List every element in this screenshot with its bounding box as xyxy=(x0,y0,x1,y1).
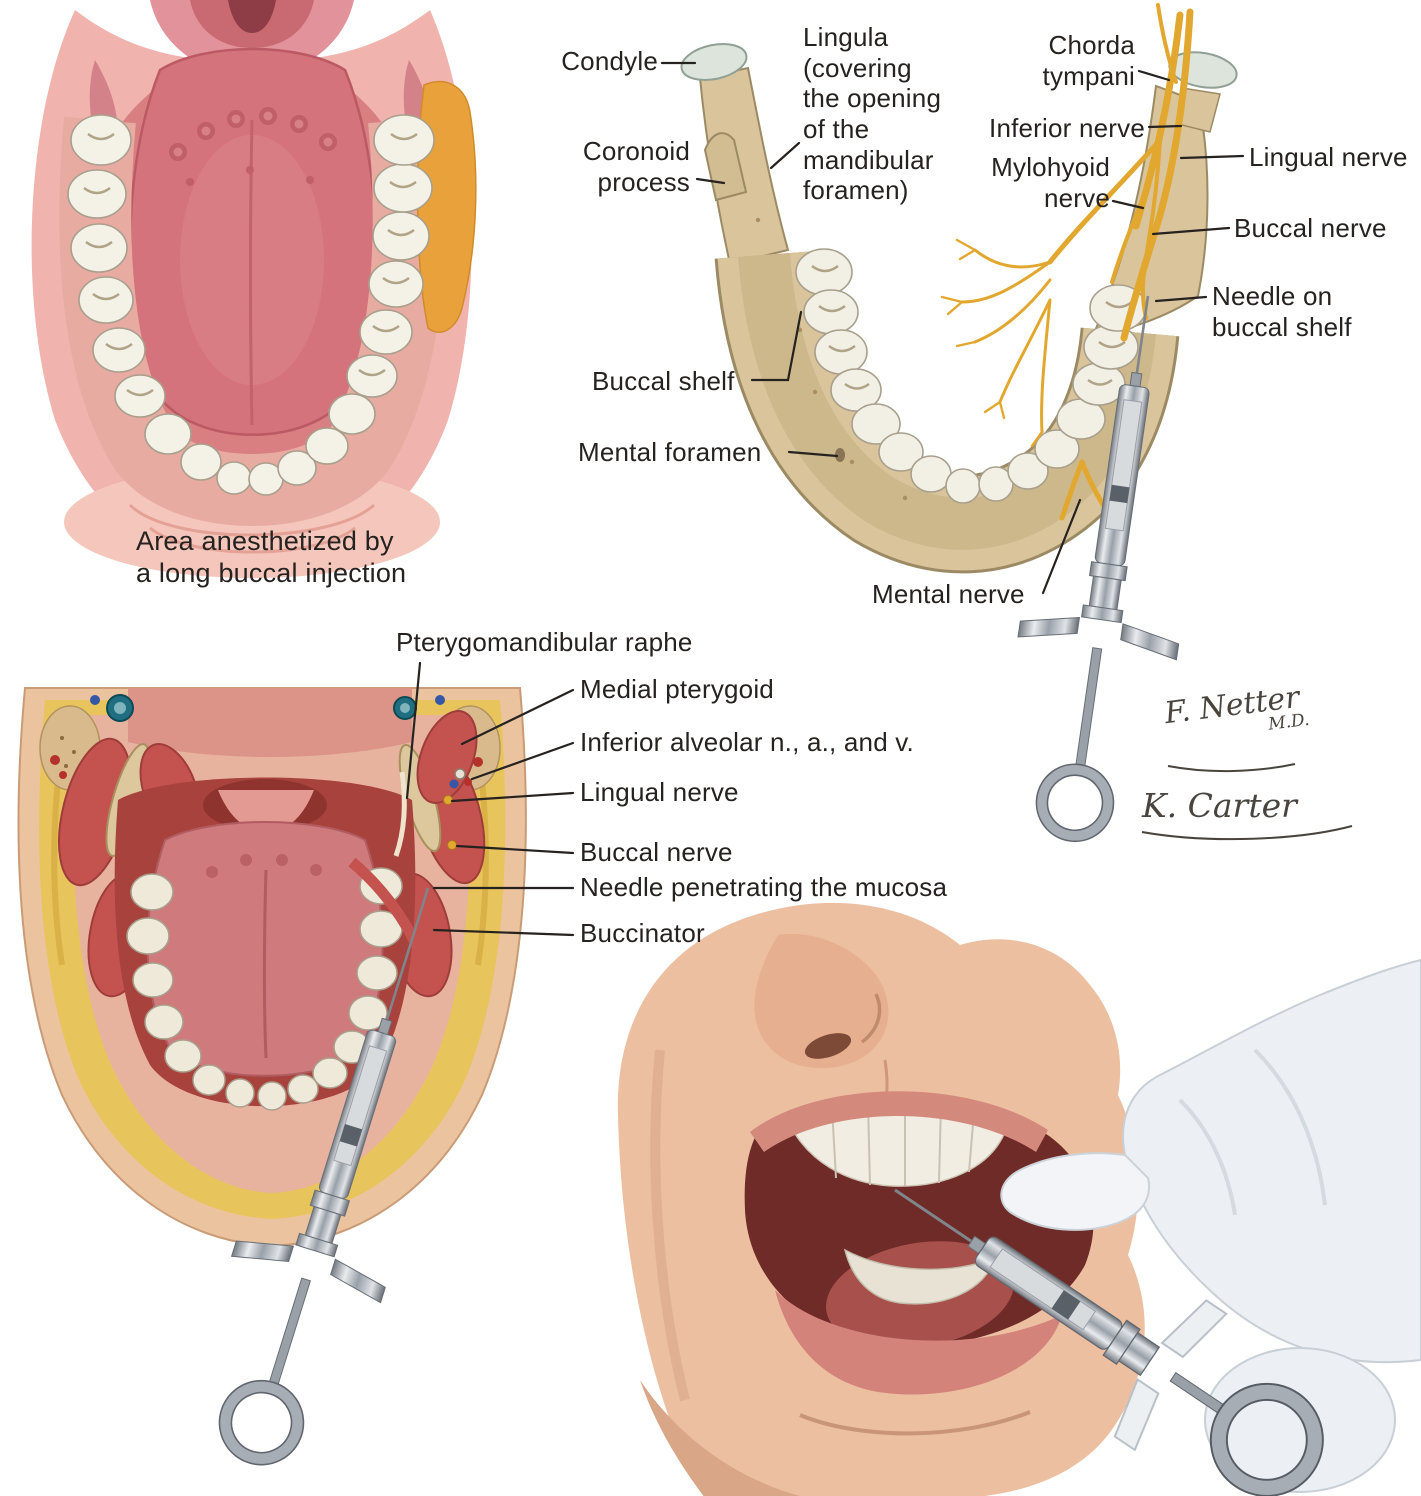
label-lingual-nerve: Lingual nerve xyxy=(1249,142,1408,172)
label-mental-nerve: Mental nerve xyxy=(872,579,1025,609)
needle xyxy=(894,1188,975,1245)
label-chorda-tympani: Chorda tympani xyxy=(1042,30,1135,91)
mandible-illustration xyxy=(680,3,1238,574)
face-injection-illustration xyxy=(617,902,1421,1496)
thumb-ring xyxy=(1036,764,1113,841)
label-inferior-alveolar: Inferior alveolar n., a., and v. xyxy=(580,727,914,757)
thumb-ring xyxy=(219,1381,303,1465)
label-buccal-nerve: Buccal nerve xyxy=(1234,213,1387,243)
gloved-hand xyxy=(1122,958,1421,1364)
label-condyle: Condyle xyxy=(561,46,658,76)
needle xyxy=(385,887,430,1023)
mandibular-nerves xyxy=(940,3,1194,521)
label-cs-lingual-nerve: Lingual nerve xyxy=(580,777,739,807)
syringe-face xyxy=(894,1188,1324,1496)
label-lingula: Lingula (covering the opening of the man… xyxy=(803,22,942,206)
label-buccal-shelf: Buccal shelf xyxy=(592,366,735,396)
occlusal-view-illustration xyxy=(31,0,477,578)
cs-tongue-dots xyxy=(206,854,322,878)
syringe-mandible xyxy=(1017,295,1180,843)
caption-anesthetized-area: Area anesthetized by a long buccal injec… xyxy=(136,526,407,588)
label-medial-pterygoid: Medial pterygoid xyxy=(580,674,774,704)
signature-carter: K. Carter xyxy=(1142,786,1297,825)
label-needle-penetrating-mucosa: Needle penetrating the mucosa xyxy=(580,872,948,902)
thumb-ring xyxy=(1211,1384,1322,1495)
label-pterygomandibular-raphe: Pterygomandibular raphe xyxy=(396,627,693,657)
label-coronoid-process: Coronoid process xyxy=(582,136,690,197)
needle xyxy=(1135,295,1150,376)
label-cs-buccal-nerve: Buccal nerve xyxy=(580,837,733,867)
label-inferior-nerve: Inferior nerve xyxy=(989,113,1145,143)
leader-lines xyxy=(405,61,1245,937)
gloved-finger xyxy=(1000,1152,1150,1231)
label-needle-on-buccal-shelf: Needle on buccal shelf xyxy=(1212,281,1352,342)
label-mental-foramen: Mental foramen xyxy=(578,437,762,467)
mental-foramen-opening xyxy=(835,448,845,462)
pterygomandibular-raphe-structure xyxy=(393,771,407,857)
buccinator-muscle xyxy=(348,857,438,988)
medial-pterygoid-muscle xyxy=(416,710,478,804)
syringe-cross-section xyxy=(218,887,430,1466)
label-buccinator: Buccinator xyxy=(580,918,705,948)
cross-section-illustration xyxy=(17,687,527,1248)
label-mylohyoid-nerve: Mylohyoid nerve xyxy=(991,152,1110,213)
tongue-papillae-centers xyxy=(173,111,333,157)
